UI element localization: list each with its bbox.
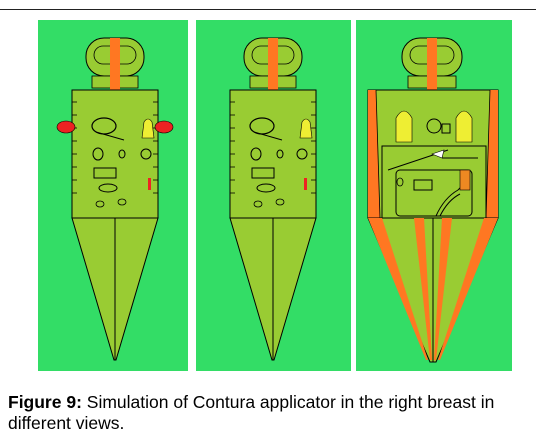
figure-label: Figure 9: bbox=[8, 392, 82, 412]
applicator-drawing-3 bbox=[367, 37, 499, 363]
figure-caption: Figure 9: Simulation of Contura applicat… bbox=[8, 392, 532, 434]
applicator-drawing-2 bbox=[229, 37, 317, 361]
top-rule bbox=[0, 9, 536, 10]
applicator-panel-3 bbox=[356, 20, 512, 371]
figure-caption-text: Simulation of Contura applicator in the … bbox=[8, 392, 495, 433]
applicator-panel-2 bbox=[196, 20, 351, 371]
applicator-drawing-1 bbox=[56, 37, 174, 361]
applicator-panel-1 bbox=[38, 20, 188, 371]
